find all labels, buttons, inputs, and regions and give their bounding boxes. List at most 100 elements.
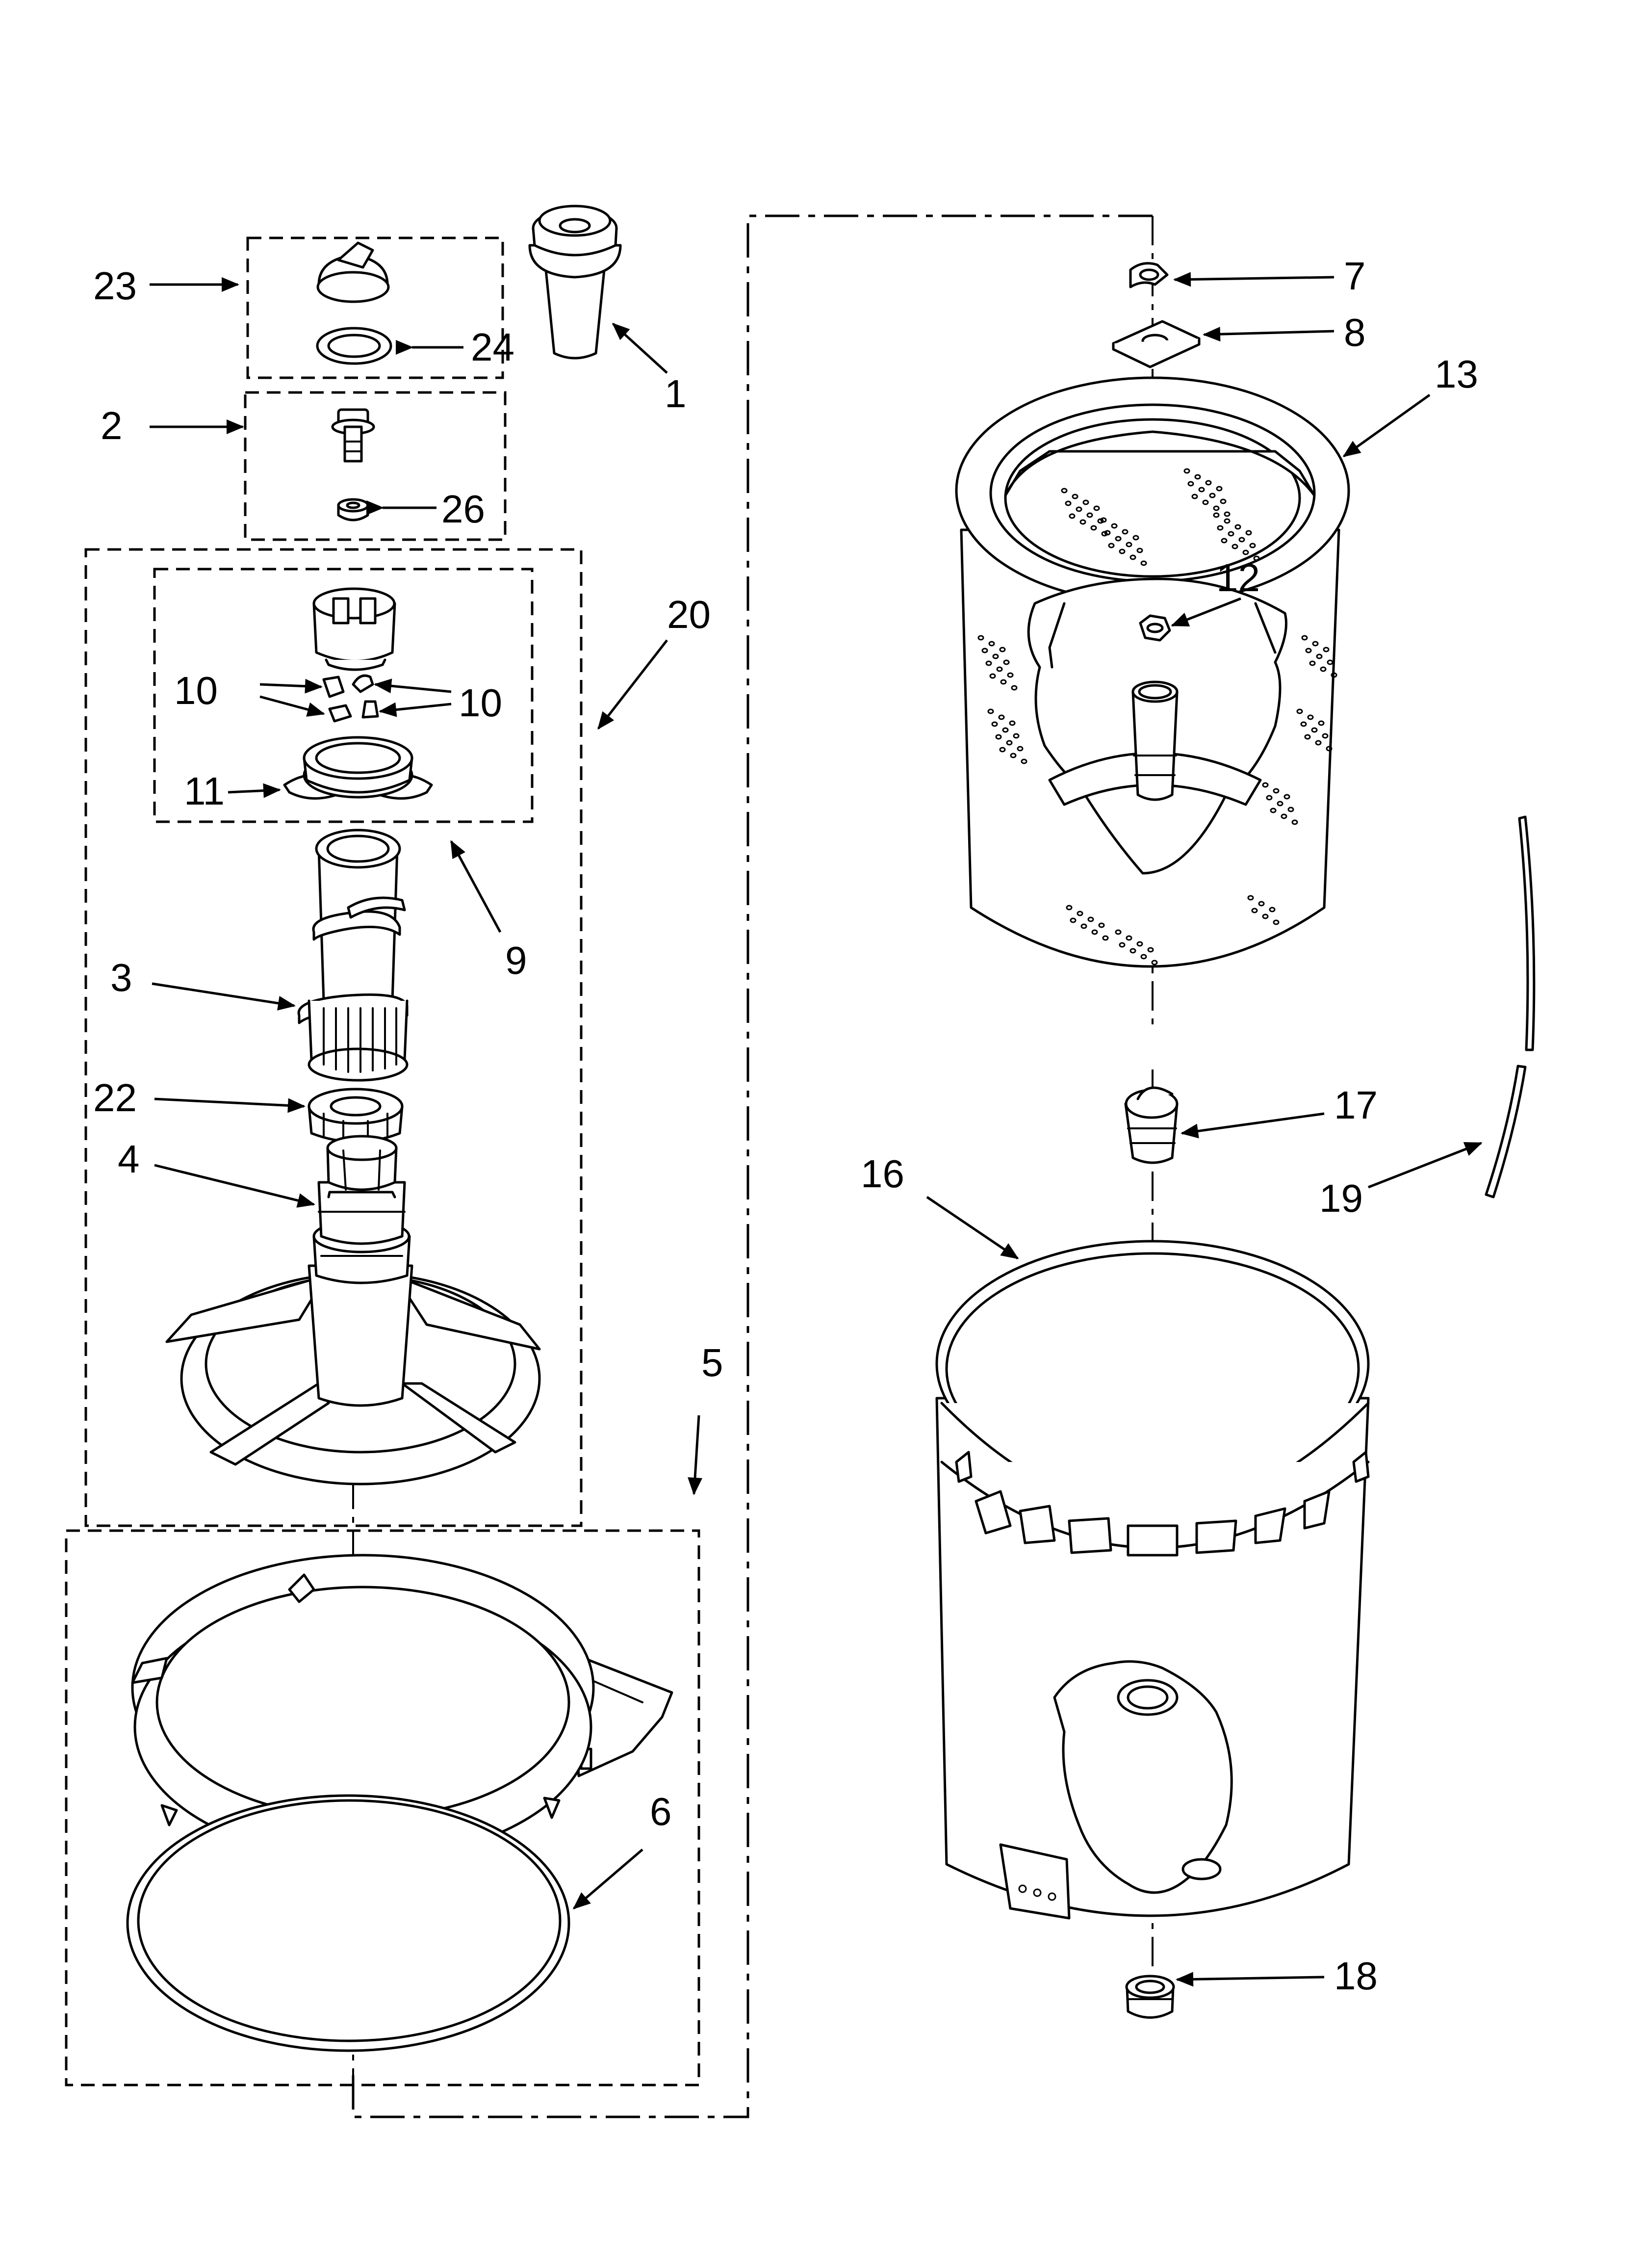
perforation-hole: [1270, 808, 1277, 813]
perforation-hole: [1228, 531, 1234, 537]
perforation-hole: [1000, 679, 1007, 685]
perforation-hole: [1129, 554, 1136, 560]
perforation-hole: [1283, 794, 1290, 800]
perforation-hole: [1194, 474, 1201, 480]
group-box-20: [84, 548, 583, 1527]
perforation-hole: [1301, 635, 1308, 641]
tub-brackets: [955, 1451, 1370, 1557]
part-8-plate: [1112, 320, 1201, 368]
perforation-hole: [1140, 560, 1147, 566]
callout-5: 5: [701, 1341, 723, 1384]
perforation-hole: [1021, 758, 1027, 764]
callout-23: 23: [93, 264, 137, 308]
perforation-hole: [1242, 549, 1249, 555]
perforation-hole: [1249, 543, 1256, 548]
part-17-seal: [1124, 1086, 1179, 1164]
perforation-hole: [1132, 535, 1139, 541]
perforation-hole: [1069, 513, 1076, 519]
perforation-hole: [1115, 536, 1122, 542]
part-9-agitator-cam: [312, 587, 396, 671]
callout-3: 3: [110, 956, 132, 999]
callout-9: 9: [505, 938, 527, 982]
perforation-hole: [1061, 488, 1068, 494]
perforation-hole: [1296, 708, 1303, 714]
perforation-hole: [1202, 499, 1209, 505]
callout-2: 2: [101, 404, 123, 447]
perforation-hole: [1315, 740, 1322, 746]
perforation-hole: [1205, 480, 1212, 486]
perforation-hole: [998, 714, 1005, 720]
perforation-hole: [1119, 942, 1126, 948]
perforation-hole: [1232, 544, 1238, 549]
part-11-drive-block: [283, 736, 433, 800]
perforation-hole: [1291, 819, 1298, 825]
perforation-hole: [1098, 922, 1105, 928]
perforation-hole: [1136, 941, 1143, 947]
perforation-hole: [1322, 733, 1329, 739]
perforation-hole: [1311, 727, 1318, 733]
perforation-hole: [1072, 494, 1078, 499]
perforation-hole: [1070, 917, 1077, 923]
perforation-hole: [1126, 542, 1132, 547]
perforation-hole: [1287, 807, 1294, 812]
perforation-hole: [1318, 720, 1325, 726]
perforation-hole: [1262, 913, 1269, 919]
perforation-hole: [1187, 481, 1194, 487]
perforation-hole: [1269, 907, 1276, 912]
perforation-hole: [1111, 523, 1118, 529]
perforation-hole: [1300, 721, 1307, 727]
part-13-basket: [955, 376, 1350, 968]
callout-16: 16: [861, 1152, 904, 1196]
perforation-hole: [1119, 548, 1126, 554]
perforation-hole: [1151, 960, 1158, 965]
perforation-hole: [1213, 512, 1220, 518]
perforation-hole: [1224, 511, 1231, 517]
perforation-hole: [988, 641, 995, 647]
perforation-hole: [1090, 525, 1097, 531]
perforation-hole: [1003, 659, 1010, 665]
part-1-dispenser: [528, 205, 622, 360]
perforation-hole: [977, 635, 984, 641]
part-5-tub-ring: [131, 1554, 673, 1880]
callout-26: 26: [441, 487, 485, 531]
perforation-hole: [1247, 895, 1254, 901]
perforation-hole: [1273, 919, 1280, 925]
perforation-hole: [996, 666, 1003, 672]
part-19-hose: [1485, 815, 1536, 1199]
basket-perforations: [977, 468, 1337, 965]
perforation-hole: [1002, 727, 1009, 733]
part-4-agitator-base: [165, 1135, 541, 1486]
perforation-hole: [1011, 685, 1018, 691]
perforation-hole: [1009, 720, 1016, 726]
callout-7: 7: [1344, 254, 1366, 298]
perforation-hole: [1006, 740, 1013, 746]
perforation-hole: [1221, 538, 1228, 544]
perforation-hole: [1238, 537, 1245, 543]
perforation-hole: [1191, 494, 1198, 499]
callout-1: 1: [665, 372, 687, 416]
leader-lines: [150, 272, 1483, 1987]
perforation-hole: [1327, 659, 1334, 665]
callout-20: 20: [667, 593, 711, 636]
perforation-hole: [1077, 911, 1083, 916]
perforation-hole: [1320, 666, 1327, 672]
perforation-hole: [981, 648, 988, 653]
perforation-hole: [1309, 660, 1316, 666]
perforation-hole: [1010, 753, 1017, 758]
perforation-hole: [1277, 801, 1283, 807]
perforation-hole: [999, 647, 1006, 652]
perforation-hole: [1253, 555, 1260, 561]
perforation-hole: [1087, 916, 1094, 922]
perforation-hole: [1122, 529, 1129, 535]
perforation-hole: [991, 721, 998, 727]
perforation-hole: [1213, 505, 1220, 511]
callout-19: 19: [1319, 1176, 1363, 1220]
perforation-hole: [1245, 530, 1252, 536]
callout-6: 6: [650, 1790, 672, 1833]
perforation-hole: [985, 660, 992, 666]
perforation-hole: [1183, 468, 1190, 474]
perforation-hole: [1100, 517, 1107, 523]
perforation-hole: [1093, 505, 1100, 511]
perforation-hole: [1147, 947, 1154, 953]
callout-4: 4: [118, 1137, 140, 1181]
